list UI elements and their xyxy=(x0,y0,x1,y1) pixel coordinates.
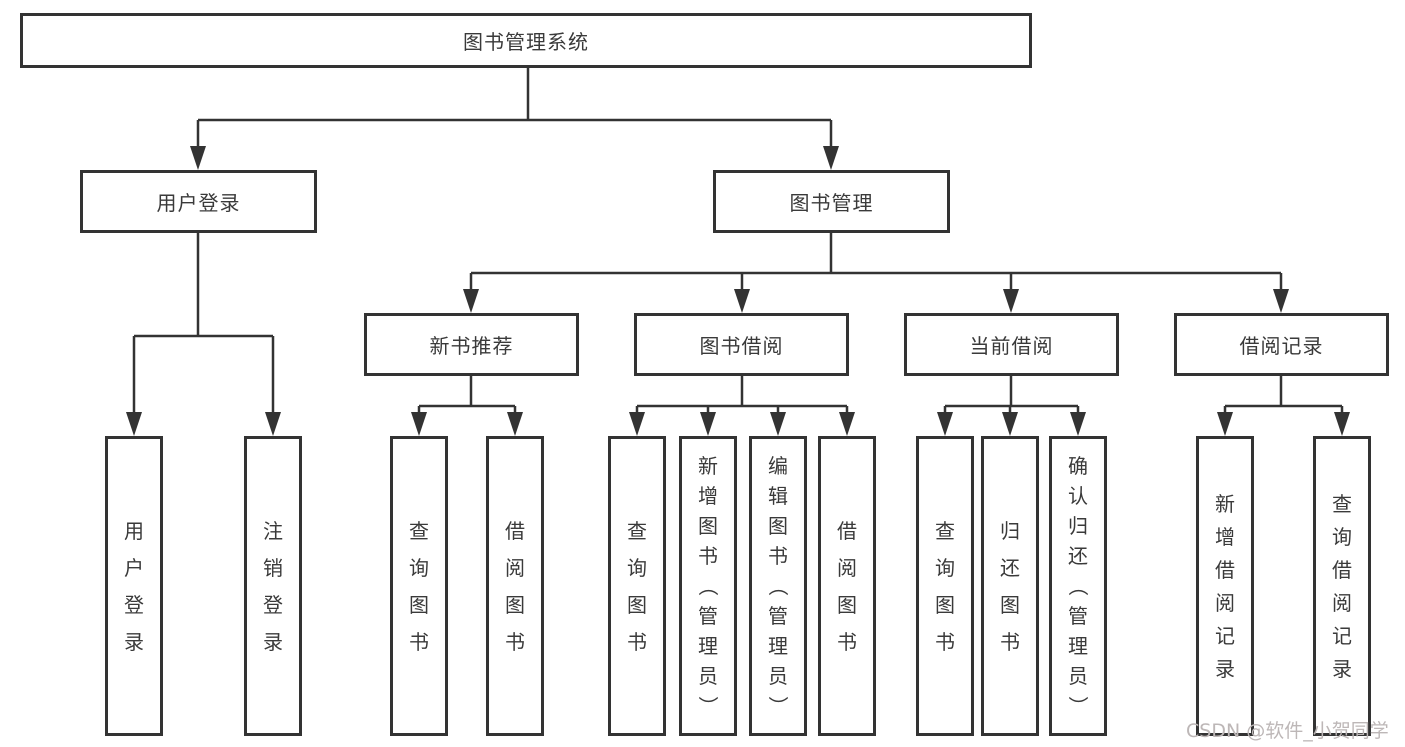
node-add-borrow-record: 新增借阅记录 xyxy=(1196,436,1254,736)
node-label: 当前借阅 xyxy=(969,334,1054,358)
node-new-book-recommend: 新书推荐 xyxy=(364,313,579,376)
node-label: 用户登录 xyxy=(156,191,241,215)
node-query-books-recommend: 查询图书 xyxy=(390,436,448,736)
node-query-borrow-record: 查询借阅记录 xyxy=(1313,436,1371,736)
node-borrow-books-leaf: 借阅图书 xyxy=(818,436,876,736)
node-label: 用户登录 xyxy=(124,518,144,654)
node-label: 借阅图书 xyxy=(505,518,525,654)
node-user-login: 用户登录 xyxy=(80,170,317,233)
node-query-books-current: 查询图书 xyxy=(916,436,974,736)
node-label: 归还图书 xyxy=(1000,518,1020,654)
node-return-book: 归还图书 xyxy=(981,436,1039,736)
node-borrow-records: 借阅记录 xyxy=(1174,313,1389,376)
node-label: 编辑图书（管理员） xyxy=(766,454,790,716)
node-label: 查询借阅记录 xyxy=(1332,491,1352,681)
node-label: 图书管理系统 xyxy=(463,30,589,54)
node-book-borrow: 图书借阅 xyxy=(634,313,849,376)
node-label: 借阅记录 xyxy=(1239,334,1324,358)
node-label: 查询图书 xyxy=(935,518,955,654)
node-book-management: 图书管理 xyxy=(713,170,950,233)
node-label: 图书借阅 xyxy=(699,334,784,358)
node-logout: 注销登录 xyxy=(244,436,302,736)
node-edit-book-admin: 编辑图书（管理员） xyxy=(749,436,807,736)
node-query-books-borrow: 查询图书 xyxy=(608,436,666,736)
node-add-book-admin: 新增图书（管理员） xyxy=(679,436,737,736)
node-label: 查询图书 xyxy=(409,518,429,654)
csdn-watermark: CSDN @软件_小贺同学 xyxy=(1186,720,1389,742)
node-root: 图书管理系统 xyxy=(20,13,1032,68)
node-label: 确认归还（管理员） xyxy=(1066,454,1090,716)
node-label: 查询图书 xyxy=(627,518,647,654)
node-label: 新增图书（管理员） xyxy=(696,454,720,716)
node-label: 新增借阅记录 xyxy=(1215,491,1235,681)
node-label: 注销登录 xyxy=(263,518,283,654)
node-current-borrow: 当前借阅 xyxy=(904,313,1119,376)
node-label: 新书推荐 xyxy=(429,334,514,358)
node-borrow-books-recommend: 借阅图书 xyxy=(486,436,544,736)
node-label: 图书管理 xyxy=(789,191,874,215)
node-confirm-return-admin: 确认归还（管理员） xyxy=(1049,436,1107,736)
node-user-login-leaf: 用户登录 xyxy=(105,436,163,736)
node-label: 借阅图书 xyxy=(837,518,857,654)
